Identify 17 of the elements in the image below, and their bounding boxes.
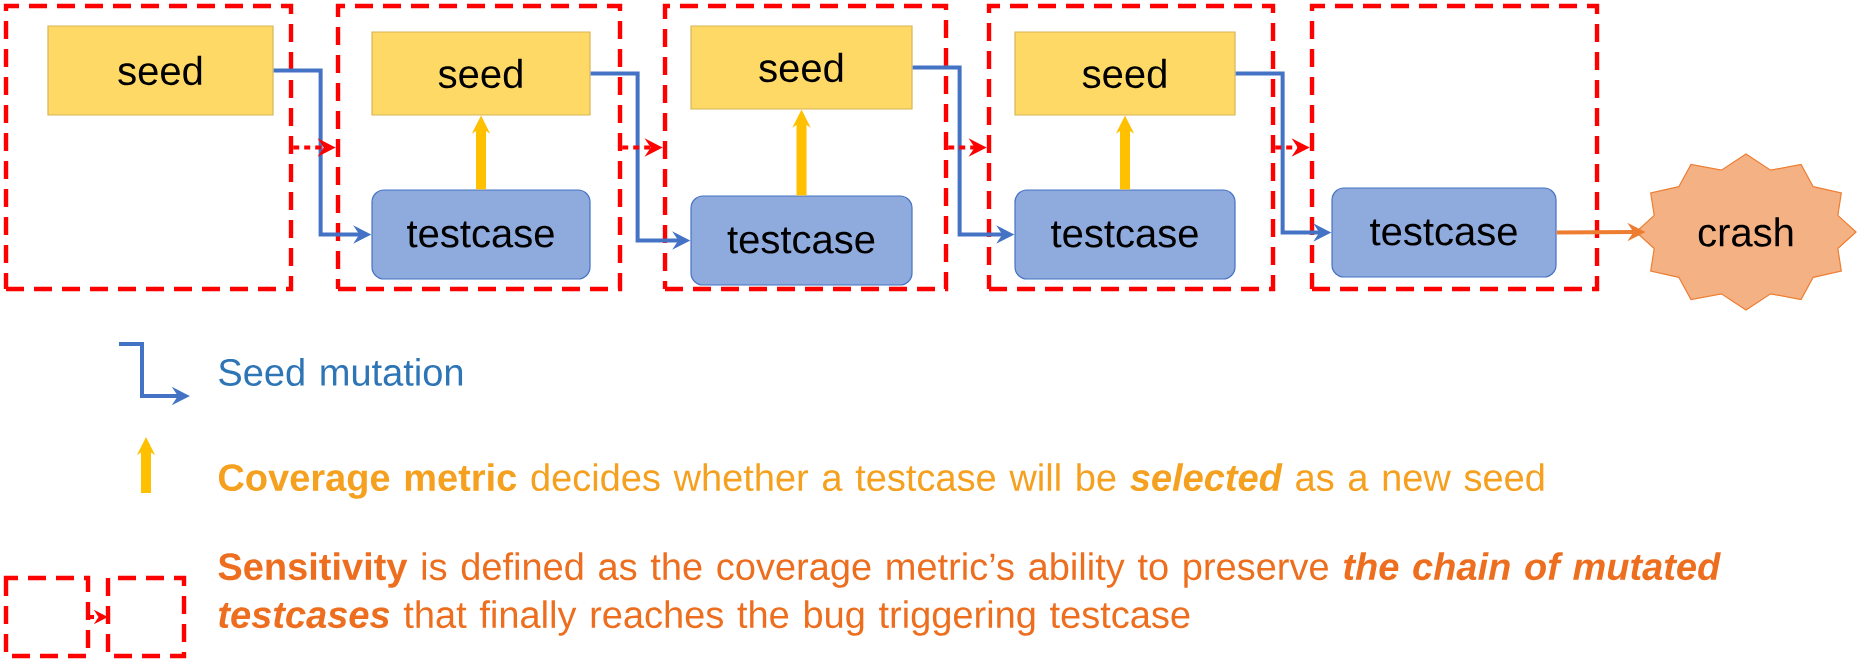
- crash-burst: crash: [1635, 153, 1857, 311]
- dashed-box: [3, 3, 294, 292]
- legend-text: Sensitivity is defined as the coverage metric’s ability to preserve the chain of mutated testcases that finally reaches the bug triggering testcase: [218, 552, 1721, 636]
- dashed-box: [662, 3, 949, 292]
- seed-box: seed: [47, 25, 274, 116]
- seed-box: seed: [371, 31, 591, 116]
- testcase-box: testcase: [690, 195, 913, 286]
- legend-text: Coverage metric decides whether a testcase will be selected as a new seed: [219, 463, 1544, 499]
- testcase-box: testcase: [1331, 187, 1557, 278]
- seed-box: seed: [1014, 31, 1236, 116]
- dashed-box: [335, 3, 623, 292]
- legend-text: Seed mutation: [219, 358, 463, 386]
- testcase-box: testcase: [371, 189, 591, 280]
- dashed-box: [1309, 3, 1600, 292]
- seed-box: seed: [690, 25, 913, 110]
- testcase-box: testcase: [1014, 189, 1236, 280]
- dashed-box: [986, 3, 1276, 292]
